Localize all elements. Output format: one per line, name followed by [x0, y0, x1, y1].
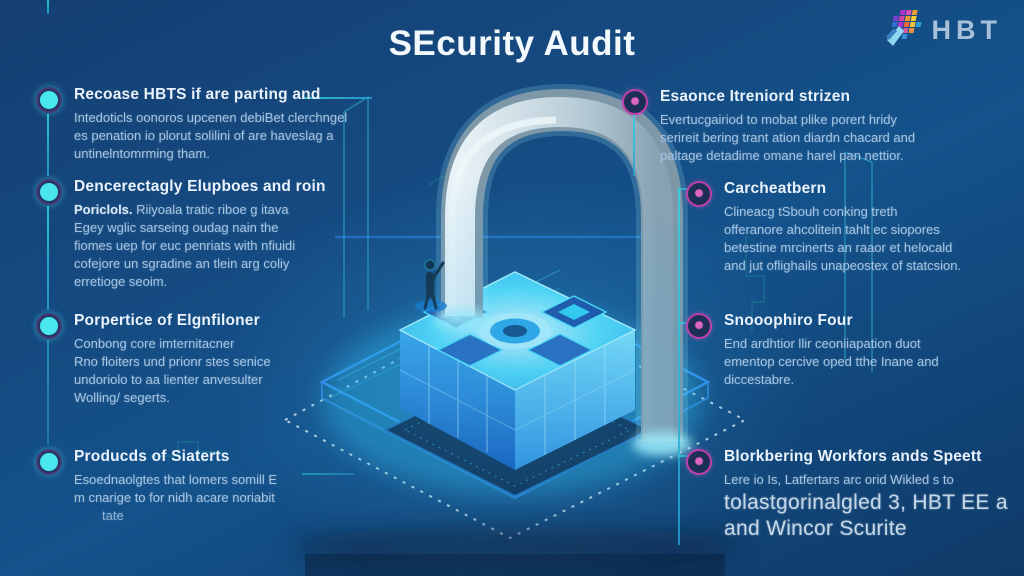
section-text: undoriolo to aa lienter anvesulter — [74, 372, 263, 387]
section-text: Evertucgairiod to mobat plike porert hri… — [660, 112, 898, 127]
section-large-text: tolastgorinalgled 3, HBT EE a — [724, 491, 1008, 514]
section-heading: Producds of Siaterts — [74, 448, 230, 465]
folder-bullet-icon — [36, 179, 62, 205]
shield-bullet-icon — [36, 87, 62, 113]
connector-line — [47, 114, 49, 176]
section-text: Wolling/ segerts. — [74, 390, 170, 405]
connector-line — [302, 473, 354, 475]
section-text: fiomes uep for euc penriats with nfiuidi — [74, 238, 296, 253]
section-heading: Dencerectagly Elupboes and roin — [74, 178, 326, 195]
section-text: es penation io plorut solilini of are ha… — [74, 128, 334, 143]
emblem-icon — [479, 313, 551, 349]
section-heading: Porpertice of Elgnfiloner — [74, 312, 260, 329]
section-text: serireit bering trant ation diardn chaca… — [660, 130, 916, 145]
padlock-shackle-icon — [434, 83, 692, 456]
section-text: Egey wglic sarseing oudag nain the — [74, 220, 279, 235]
connector-line — [633, 114, 635, 176]
connector-line — [678, 455, 688, 457]
clock-bullet-icon — [686, 449, 712, 475]
section-heading: Blorkbering Workfors ands Speett — [724, 448, 982, 465]
section-text: m cnarige to for nidh acare noriabit — [74, 490, 275, 505]
left-section-2: Dencerectagly Elupboes and roin Poriclol… — [36, 178, 366, 291]
section-text: betestine mrcinerts an raaor et helocald — [724, 240, 953, 255]
connector-line — [47, 340, 49, 444]
logo-pixel-icon — [885, 10, 922, 46]
base-band — [305, 554, 725, 576]
alert-bullet-icon — [622, 89, 648, 115]
chip-bullet-icon — [36, 449, 62, 475]
right-section-2: Carcheatbern Clineacg tSbouh conking tre… — [686, 180, 1006, 275]
section-large-text: and Wincor Scurite — [724, 517, 907, 540]
connector-line — [678, 188, 688, 190]
section-text: diccestabre. — [724, 372, 795, 387]
section-text: ementop cercive oped tthe Inane and — [724, 354, 939, 369]
connector-line — [302, 97, 372, 99]
section-text: and jut oflighails unapeostex of statcsi… — [724, 258, 962, 273]
connector-line — [47, 0, 49, 14]
person-figure — [415, 259, 447, 312]
connector-line — [678, 188, 680, 545]
left-section-1: Recoase HBTS if are parting and Intedoti… — [36, 86, 366, 163]
gear-bullet-icon — [36, 313, 62, 339]
section-text: Esoednaolgtes that lomers somill E — [74, 472, 278, 487]
section-text: Conbong core imternitacner — [74, 336, 235, 351]
section-text: Clineacg tSbouh conking treth — [724, 204, 898, 219]
section-heading: Carcheatbern — [724, 180, 827, 197]
page-title: SEcurity Audit — [388, 24, 636, 63]
section-text: untinelntomrming tham. — [74, 146, 210, 161]
section-text: Intedoticls oonoros upcenen debiBet cler… — [74, 110, 348, 125]
right-section-1: Esaonce Itreniord strizen Evertucgairiod… — [622, 88, 1002, 165]
right-section-4: Blorkbering Workfors ands Speett Lere io… — [686, 448, 1016, 541]
right-section-3: Snooophiro Four End ardhtior llir ceonii… — [686, 312, 1006, 389]
section-text: Lere io Is, Latfertars arc orid Wikled s… — [724, 472, 954, 487]
section-text: Poriclols. Riiyoala tratic riboe g itava — [74, 201, 326, 219]
section-text: Rno floiters und prionr stes senice — [74, 354, 271, 369]
left-section-3: Porpertice of Elgnfiloner Conbong core i… — [36, 312, 356, 407]
logo: HBT — [885, 8, 1003, 52]
section-text: Riiyoala tratic riboe g itava — [132, 202, 289, 217]
connector-line — [47, 206, 49, 310]
target-bullet-icon — [686, 313, 712, 339]
section-text: erretioge seoim. — [74, 274, 168, 289]
grid-bullet-icon — [686, 181, 712, 207]
section-heading: Esaonce Itreniord strizen — [660, 88, 851, 105]
section-text: offeranore ahcolitein tahlt ec siopores — [724, 222, 940, 237]
section-text: paltage detadime omane harel pan nettior… — [660, 148, 904, 163]
section-heading: Recoase HBTS if are parting and — [74, 86, 321, 103]
section-text: cofejore un sgradine an tlein arg coliy — [74, 256, 290, 271]
logo-text: HBT — [931, 14, 1002, 45]
connector-line — [678, 322, 688, 324]
section-text: tate — [102, 508, 124, 523]
left-section-4: Producds of Siaterts Esoednaolgtes that … — [36, 448, 356, 525]
section-heading: Snooophiro Four — [724, 312, 853, 329]
lead-word: Poriclols. — [74, 202, 133, 217]
section-text: End ardhtior llir ceoniiapation duot — [724, 336, 921, 351]
